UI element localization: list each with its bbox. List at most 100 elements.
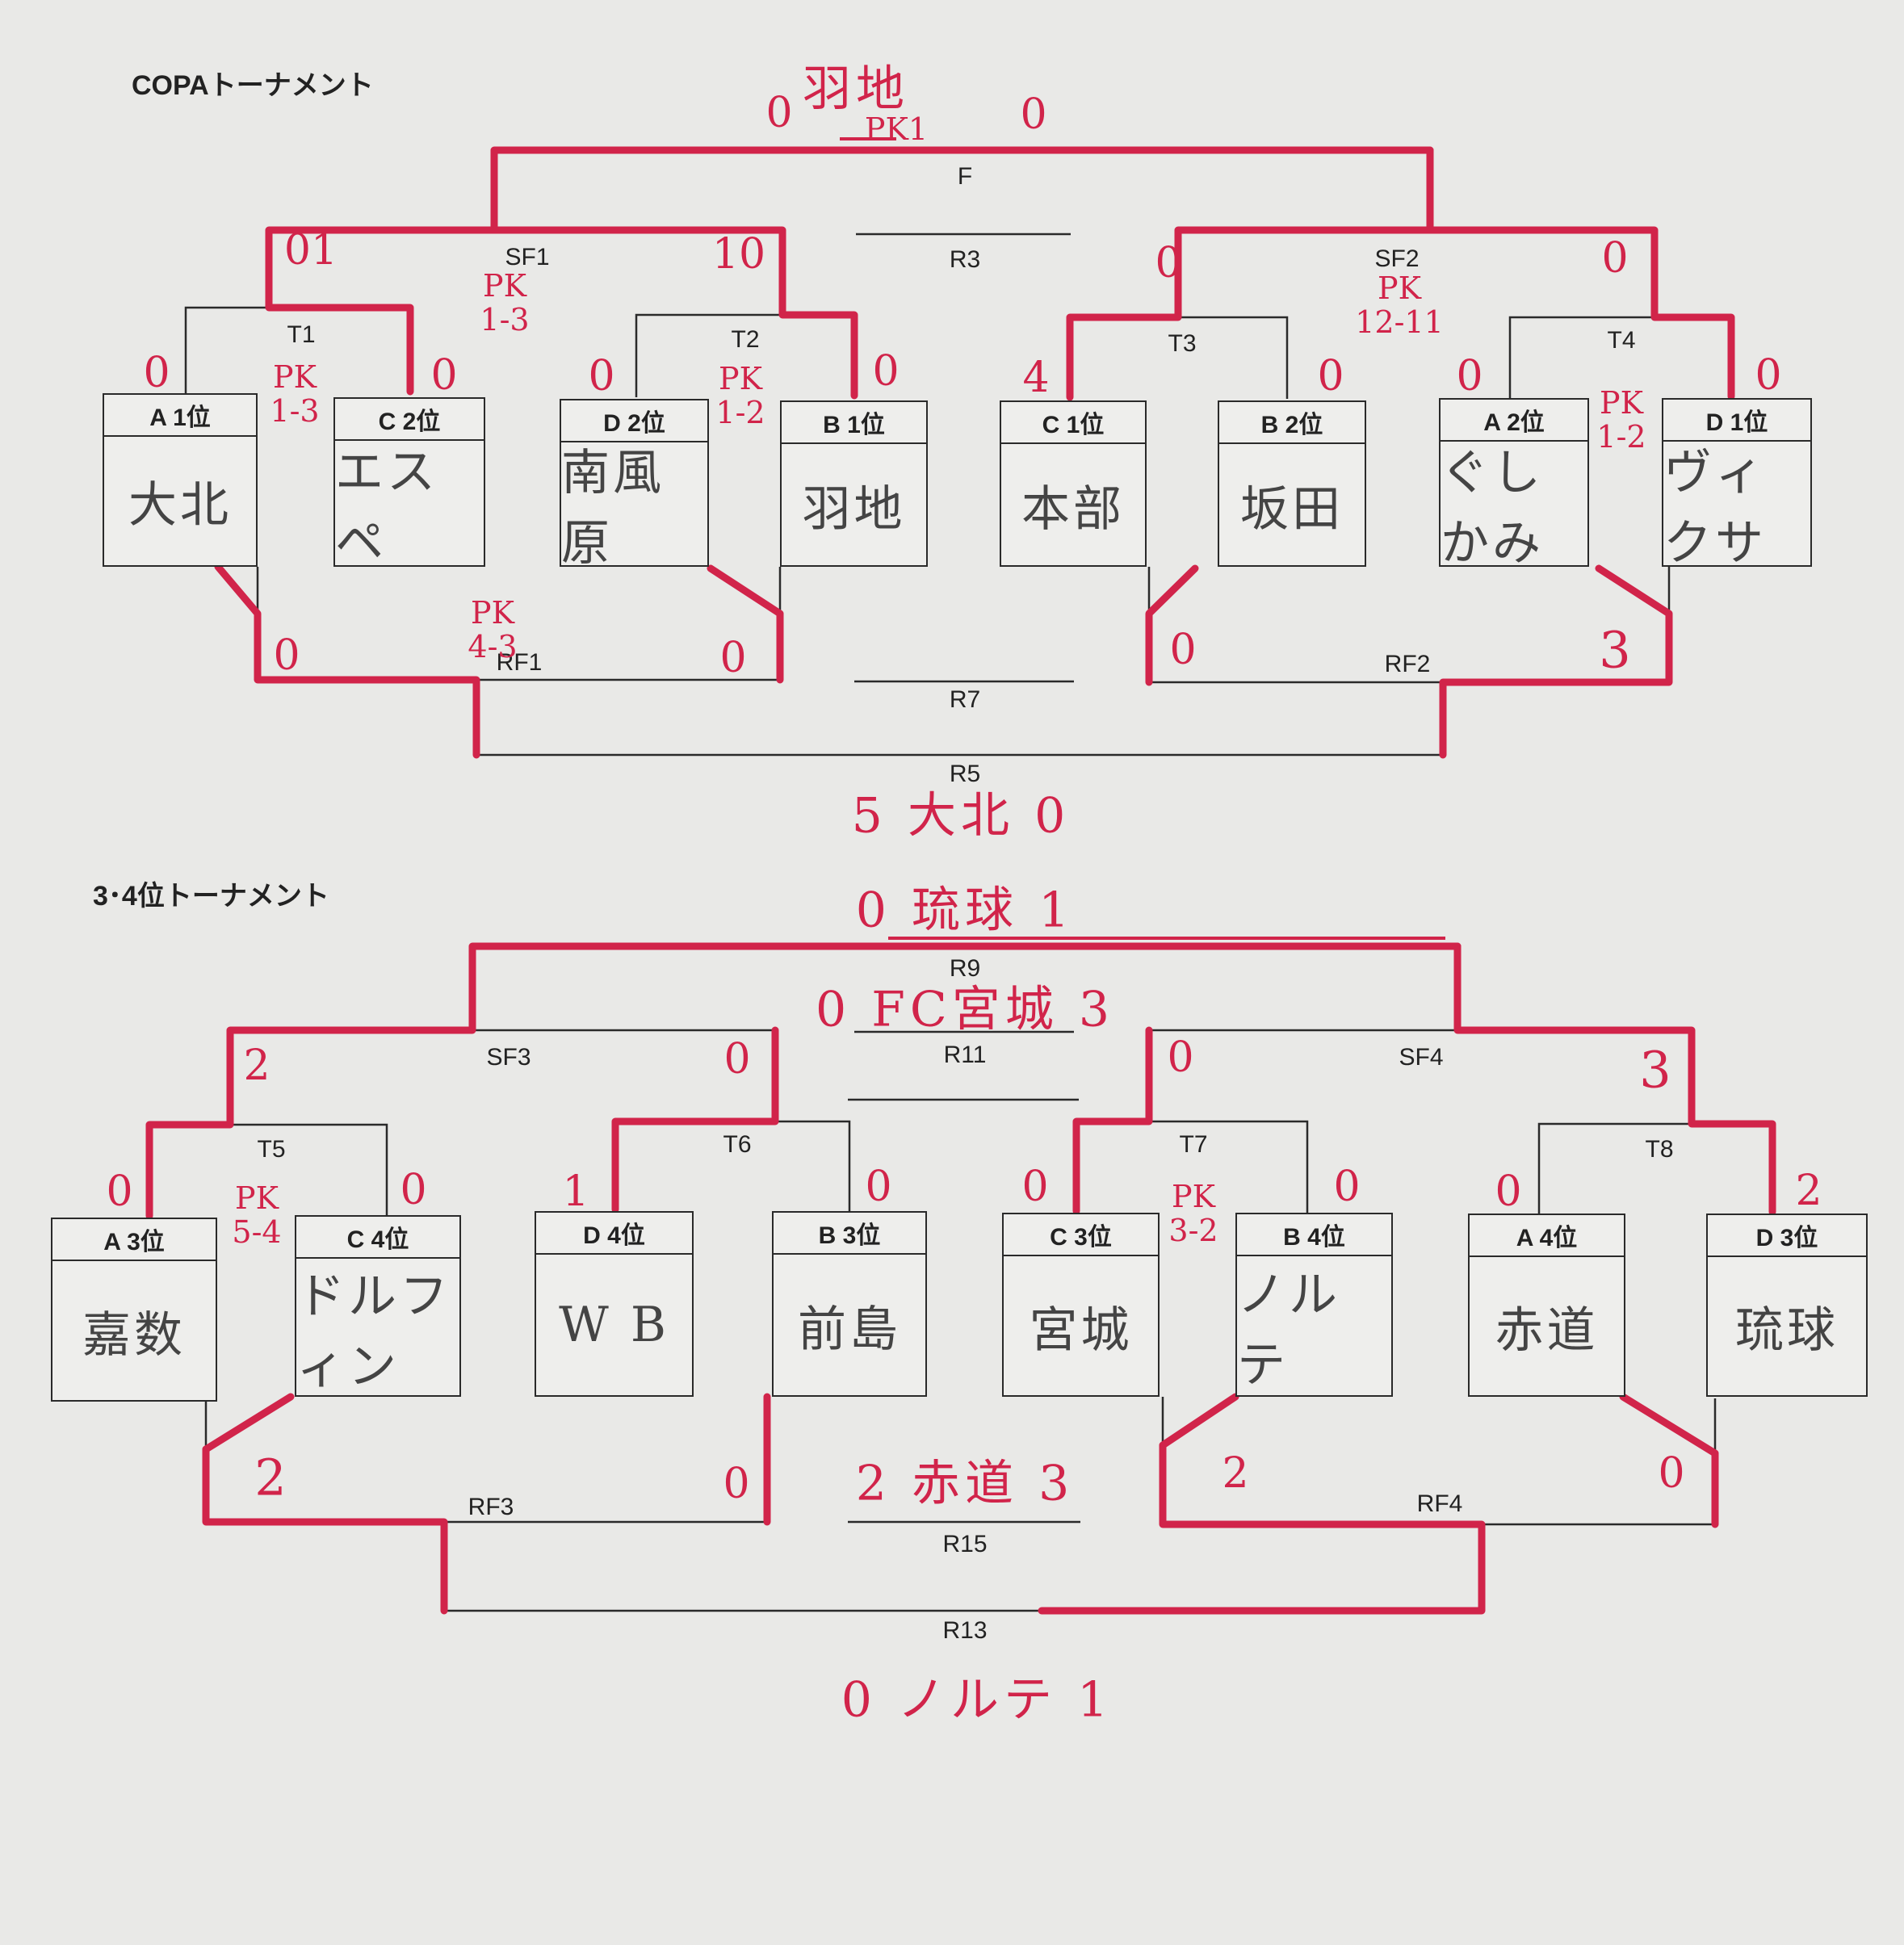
seed-label: B 3位 <box>774 1213 925 1255</box>
r5-result: 5 大北 0 <box>851 787 1071 845</box>
team-name: 前島 <box>798 1301 901 1358</box>
seed-label: C 4位 <box>296 1217 459 1259</box>
score-f-left: 0 <box>765 89 793 137</box>
team-box: B 1位 羽地 <box>780 400 928 567</box>
seed-label: D 3位 <box>1708 1215 1866 1257</box>
round-label-r9: R9 <box>949 955 981 982</box>
score-t2-left: 0 <box>588 352 615 400</box>
round-label-t7: T7 <box>1179 1131 1208 1158</box>
team-name: 坂田 <box>1240 480 1344 538</box>
r15-result: 2 赤道 3 <box>855 1455 1075 1512</box>
pk-sf1: PK 1-3 <box>480 268 530 337</box>
team-name: ノルテ <box>1237 1267 1340 1394</box>
team-name: 嘉数 <box>82 1306 186 1364</box>
seed-label: A 2位 <box>1441 400 1587 442</box>
seed-label: B 4位 <box>1237 1214 1391 1256</box>
team-box: B 4位 ノルテ <box>1235 1213 1393 1397</box>
seed-label: C 1位 <box>1001 402 1145 444</box>
seed-label: A 1位 <box>104 395 256 437</box>
pk-t1: PK 1-3 <box>270 359 320 429</box>
seed-label: C 3位 <box>1004 1214 1158 1256</box>
score-t4-right: 0 <box>1755 351 1782 400</box>
team-name: ドルフィン <box>296 1268 451 1395</box>
score-rf1-right: 0 <box>719 634 747 682</box>
round-label-r5: R5 <box>949 761 981 787</box>
score-rf2-right: 3 <box>1599 620 1631 680</box>
team-box: C 4位 ドルフィン <box>295 1215 461 1397</box>
team-box: D 4位 W B <box>535 1211 694 1397</box>
round-label-t4: T4 <box>1607 327 1636 354</box>
team-name: 宮城 <box>1029 1302 1133 1359</box>
score-sf1-right: 10 <box>711 230 766 279</box>
score-rf3-left: 2 <box>254 1448 287 1507</box>
round-label-rf3: RF3 <box>468 1494 514 1520</box>
score-t7-right: 0 <box>1333 1163 1361 1211</box>
score-rf4-right: 0 <box>1658 1449 1685 1498</box>
score-t4-left: 0 <box>1456 352 1483 400</box>
r13-result: 0 ノルテ 1 <box>841 1671 1113 1729</box>
copa-title: COPAトーナメント <box>132 70 374 101</box>
score-rf2-left: 0 <box>1169 626 1197 674</box>
round-label-t1: T1 <box>287 321 316 348</box>
team-box: C 3位 宮城 <box>1002 1213 1160 1397</box>
seed-label: D 1位 <box>1663 400 1810 442</box>
score-t2-right: 0 <box>872 347 900 396</box>
score-sf2-right: 0 <box>1601 234 1629 283</box>
seed-label: A 4位 <box>1470 1215 1624 1257</box>
team-box: C 2位 エスペ <box>333 397 485 571</box>
score-t5-right: 0 <box>400 1166 427 1214</box>
round-label-f: F <box>957 163 973 190</box>
team-box: B 2位 坂田 <box>1218 400 1366 567</box>
score-t1-right: 0 <box>430 351 458 400</box>
score-t3-right: 0 <box>1317 352 1344 400</box>
round-label-r11: R11 <box>943 1042 987 1068</box>
round-label-sf4: SF4 <box>1399 1044 1444 1071</box>
score-sf4-right: 3 <box>1639 1040 1671 1100</box>
score-t3-left: 4 <box>1022 354 1050 402</box>
score-sf1-left: 01 <box>283 226 338 275</box>
round-label-rf2: RF2 <box>1384 651 1431 677</box>
seed-label: B 1位 <box>782 402 926 444</box>
score-sf4-left: 0 <box>1167 1033 1194 1082</box>
team-name: 羽地 <box>802 480 906 538</box>
r9-result: 0 琉球 1 <box>855 882 1075 939</box>
team-name: 大北 <box>128 477 232 534</box>
team-name: 琉球 <box>1735 1302 1839 1359</box>
round-label-r3: R3 <box>949 246 981 273</box>
pk-f: PK1 <box>864 111 929 147</box>
seed-label: D 4位 <box>536 1213 692 1255</box>
score-rf3-right: 0 <box>723 1460 750 1508</box>
round-label-sf3: SF3 <box>486 1044 531 1071</box>
team-box: D 2位 南風原 <box>560 399 709 572</box>
f-winner: 羽地 <box>803 61 909 118</box>
score-t1-left: 0 <box>143 349 170 397</box>
team-box: D 1位 ヴィクサ <box>1662 398 1812 572</box>
round-label-t3: T3 <box>1168 330 1197 357</box>
seed-label: B 2位 <box>1219 402 1365 444</box>
score-t6-left: 1 <box>562 1167 589 1216</box>
pk-t5: PK 5-4 <box>232 1180 282 1250</box>
pk-t4: PK 1-2 <box>1596 385 1646 455</box>
team-box: C 1位 本部 <box>1000 400 1147 567</box>
round-label-rf4: RF4 <box>1416 1490 1463 1517</box>
pk-t7: PK 3-2 <box>1168 1179 1218 1248</box>
round-label-t8: T8 <box>1645 1136 1674 1163</box>
score-t6-right: 0 <box>865 1163 892 1211</box>
score-f-right: 0 <box>1020 90 1047 139</box>
round-label-r7: R7 <box>949 686 981 713</box>
seed-label: A 3位 <box>52 1219 216 1261</box>
score-t8-left: 0 <box>1495 1167 1522 1216</box>
team-name: ヴィクサ <box>1663 444 1767 572</box>
score-sf3-left: 2 <box>243 1042 271 1090</box>
score-rf4-left: 2 <box>1222 1449 1249 1498</box>
team-box: A 1位 大北 <box>103 393 258 567</box>
round-label-sf1: SF1 <box>505 244 550 270</box>
seed-label: C 2位 <box>335 399 484 441</box>
round-label-t2: T2 <box>731 326 760 353</box>
team-name: ぐしかみ <box>1441 444 1544 572</box>
team-box: B 3位 前島 <box>772 1211 927 1397</box>
pk-rf1: PK 4-3 <box>468 595 518 664</box>
pk-t2: PK 1-2 <box>715 361 765 430</box>
